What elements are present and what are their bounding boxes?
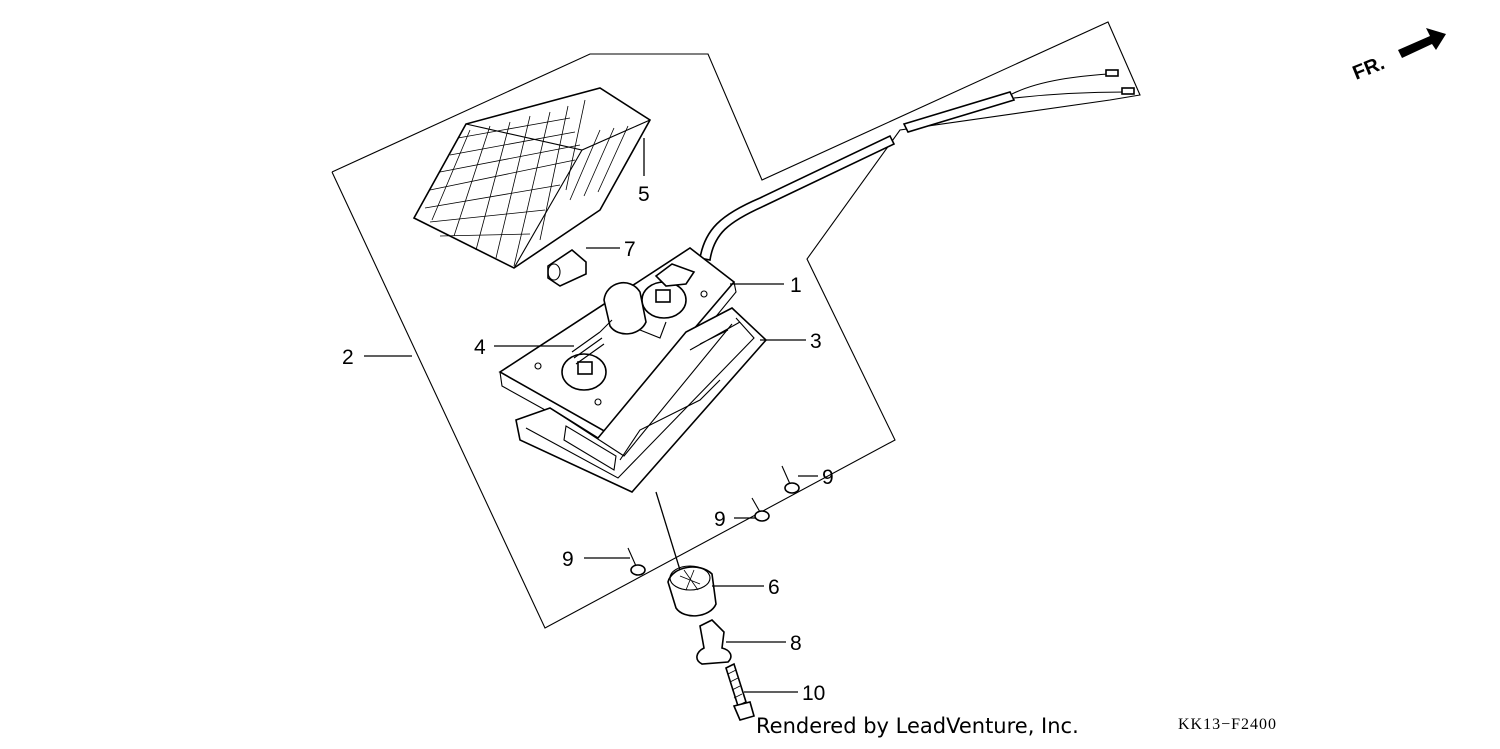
render-credit: Rendered by LeadVenture, Inc. bbox=[756, 714, 1079, 738]
callout-6: 6 bbox=[768, 576, 780, 599]
assembly-boundary bbox=[331, 21, 1141, 629]
callout-9-right: 9 bbox=[822, 466, 834, 489]
bolt bbox=[725, 662, 755, 721]
callout-4: 4 bbox=[474, 336, 486, 359]
housing-leader-line bbox=[655, 491, 681, 571]
callout-5: 5 bbox=[638, 183, 650, 206]
direction-label: FR. bbox=[1350, 52, 1388, 84]
light-housing bbox=[515, 307, 768, 493]
callout-3: 3 bbox=[810, 330, 822, 353]
screw-9-left bbox=[627, 547, 646, 576]
diagram-code: KK13−F2400 bbox=[1178, 716, 1278, 733]
bulb bbox=[547, 248, 587, 287]
wire-harness bbox=[699, 69, 1135, 261]
screw-9-mid bbox=[751, 497, 770, 522]
tail-light-lens bbox=[412, 87, 652, 269]
callout-10: 10 bbox=[802, 682, 825, 705]
callout-9-mid: 9 bbox=[714, 508, 726, 531]
callout-9-left: 9 bbox=[562, 548, 574, 571]
callout-8: 8 bbox=[790, 632, 802, 655]
grommet bbox=[667, 565, 717, 617]
callout-1: 1 bbox=[790, 274, 802, 297]
socket-plate bbox=[498, 247, 737, 448]
screw-9-right bbox=[781, 465, 800, 494]
collar bbox=[696, 619, 732, 665]
callout-7: 7 bbox=[624, 238, 636, 261]
callout-2: 2 bbox=[342, 346, 354, 369]
front-direction-arrow-icon: FR. bbox=[1350, 28, 1446, 85]
